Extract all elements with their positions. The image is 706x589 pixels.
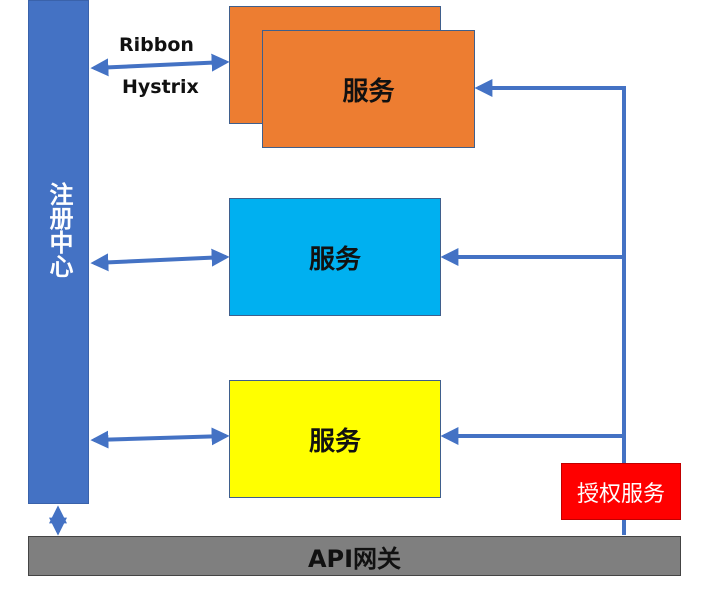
service-box-orange: 服务 [262,30,475,148]
registry-service3-arrow [90,427,230,449]
service-label: 服务 [308,426,361,457]
api-gateway-bar: API网关 [28,536,681,576]
api-gateway-label: API网关 [307,544,402,573]
ribbon-label: Ribbon [119,34,194,56]
auth-service-box: 授权服务 [561,463,681,520]
service-box-blue: 服务 [229,198,441,316]
service-label: 服务 [342,76,395,107]
registry-center-bar [28,0,89,504]
registry-service2-arrow [90,248,230,272]
hystrix-label: Hystrix [122,76,199,98]
registry-center-label: 注册中心 [45,182,73,278]
service-label: 服务 [308,244,361,275]
registry-service1-arrow [90,53,230,77]
auth-service-label: 授权服务 [576,481,665,507]
service-box-yellow: 服务 [229,380,441,498]
